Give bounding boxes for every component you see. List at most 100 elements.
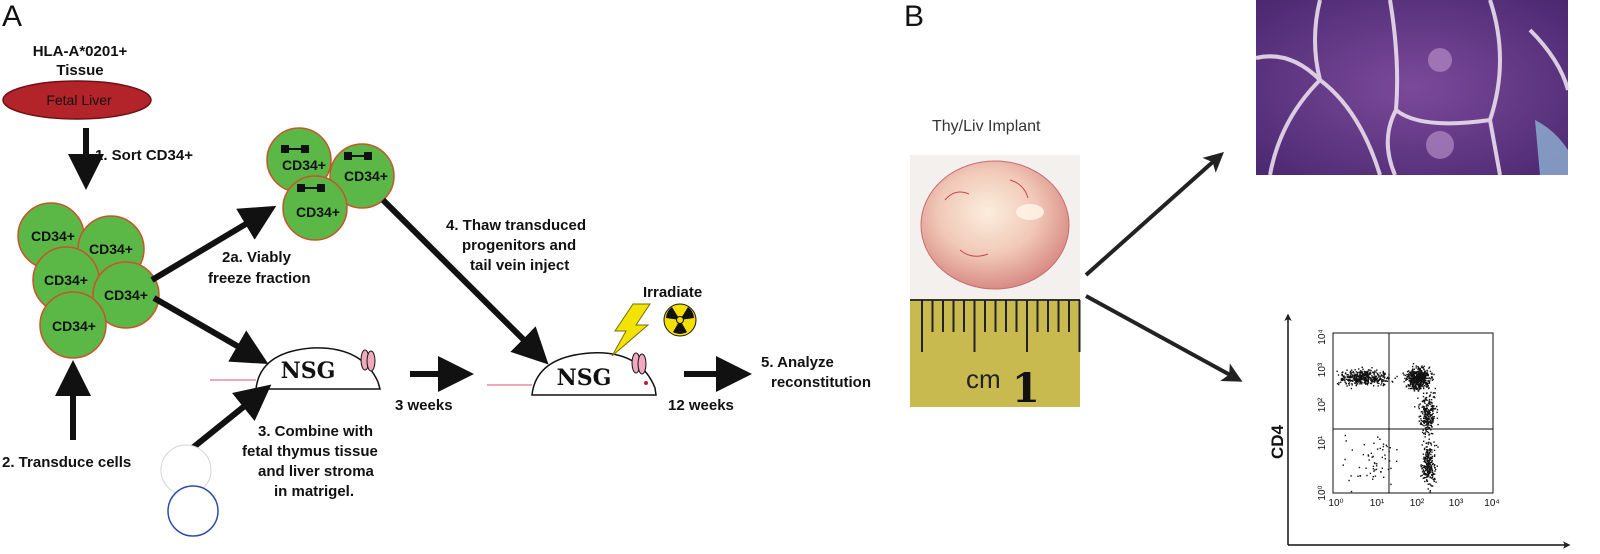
flow-event-dot xyxy=(1426,397,1427,398)
flow-event-dot xyxy=(1428,378,1429,379)
flow-event-dot xyxy=(1421,468,1422,469)
flow-event-dot xyxy=(1423,387,1424,388)
flow-event-dot xyxy=(1423,393,1424,394)
flow-event-dot xyxy=(1411,382,1412,383)
flow-event-dot xyxy=(1414,406,1415,407)
step-combine-line3: and liver stroma xyxy=(258,463,375,480)
flow-event-dot xyxy=(1383,477,1384,478)
flow-event-dot xyxy=(1428,488,1429,489)
flow-event-dot xyxy=(1420,418,1421,419)
flow-event-dot xyxy=(1370,378,1371,379)
flow-event-dot xyxy=(1426,427,1427,428)
flow-event-dot xyxy=(1344,459,1345,460)
flow-event-dot xyxy=(1418,390,1419,391)
flow-event-dot xyxy=(1352,380,1353,381)
flow-event-dot xyxy=(1383,383,1384,384)
irradiate-label: Irradiate xyxy=(643,284,702,301)
flow-event-dot xyxy=(1411,376,1412,377)
flow-event-dot xyxy=(1357,373,1358,374)
flow-event-dot xyxy=(1383,373,1384,374)
flow-event-dot xyxy=(1434,473,1435,474)
flow-event-dot xyxy=(1434,467,1435,468)
flow-event-dot xyxy=(1424,377,1425,378)
flow-event-dot xyxy=(1433,405,1434,406)
flow-event-dot xyxy=(1428,374,1429,375)
flow-event-dot xyxy=(1388,469,1389,470)
flow-event-dot xyxy=(1418,374,1419,375)
flow-event-dot xyxy=(1373,385,1374,386)
cell-label: CD34+ xyxy=(31,228,75,244)
flow-event-dot xyxy=(1377,437,1378,438)
flow-event-dot xyxy=(1377,448,1378,449)
flow-event-dot xyxy=(1424,411,1425,412)
flow-event-dot xyxy=(1426,466,1427,467)
flow-event-dot xyxy=(1426,414,1427,415)
flow-event-dot xyxy=(1431,466,1432,467)
flow-event-dot xyxy=(1374,377,1375,378)
flow-event-dot xyxy=(1430,392,1431,393)
flow-event-dot xyxy=(1432,410,1433,411)
flow-event-dot xyxy=(1360,372,1361,373)
flow-event-dot xyxy=(1409,380,1410,381)
flow-event-dot xyxy=(1416,367,1417,368)
flow-event-dot xyxy=(1354,375,1355,376)
flow-event-dot xyxy=(1362,374,1363,375)
flow-event-dot xyxy=(1432,472,1433,473)
flow-event-dot xyxy=(1422,421,1423,422)
flow-event-dot xyxy=(1350,475,1351,476)
flow-event-dot xyxy=(1419,369,1420,370)
flow-event-dot xyxy=(1432,460,1433,461)
flow-event-dot xyxy=(1430,490,1431,491)
flow-event-dot xyxy=(1388,378,1389,379)
flow-event-dot xyxy=(1373,372,1374,373)
flow-event-dot xyxy=(1429,472,1430,473)
flow-event-dot xyxy=(1356,384,1357,385)
arrow-to-histology xyxy=(1086,160,1215,275)
flow-event-dot xyxy=(1372,377,1373,378)
flow-event-dot xyxy=(1422,471,1423,472)
flow-event-dot xyxy=(1426,409,1427,410)
cell-label: CD34+ xyxy=(296,204,340,220)
flow-event-dot xyxy=(1425,474,1426,475)
flow-event-dot xyxy=(1434,445,1435,446)
flow-event-dot xyxy=(1373,374,1374,375)
flow-event-dot xyxy=(1429,383,1430,384)
flow-event-dot xyxy=(1427,427,1428,428)
y-tick: 10⁰ xyxy=(1317,485,1328,500)
flow-event-dot xyxy=(1423,430,1424,431)
flow-event-dot xyxy=(1371,375,1372,376)
y-tick: 10³ xyxy=(1317,362,1328,377)
flow-event-dot xyxy=(1371,367,1372,368)
flow-event-dot xyxy=(1375,475,1376,476)
flow-event-dot xyxy=(1380,448,1381,449)
flow-event-dot xyxy=(1350,372,1351,373)
flow-event-dot xyxy=(1423,377,1424,378)
flow-event-dot xyxy=(1435,392,1436,393)
flow-event-dot xyxy=(1432,464,1433,465)
flow-event-dot xyxy=(1423,441,1424,442)
flow-event-dot xyxy=(1390,468,1391,469)
flow-event-dot xyxy=(1428,416,1429,417)
flow-event-dot xyxy=(1406,379,1407,380)
flow-event-dot xyxy=(1418,371,1419,372)
flow-event-dot xyxy=(1412,388,1413,389)
flow-event-dot xyxy=(1403,373,1404,374)
flow-event-dot xyxy=(1434,464,1435,465)
flow-event-dot xyxy=(1415,382,1416,383)
ruler-unit: cm xyxy=(966,364,1001,394)
flow-event-dot xyxy=(1412,369,1413,370)
flow-event-dot xyxy=(1377,382,1378,383)
flow-plot xyxy=(1288,318,1566,545)
flow-event-dot xyxy=(1369,369,1370,370)
flow-event-dot xyxy=(1424,423,1425,424)
flow-event-dot xyxy=(1433,392,1434,393)
arrow-to-flow xyxy=(1086,296,1232,376)
flow-event-dot xyxy=(1383,446,1384,447)
flow-event-dot xyxy=(1414,373,1415,374)
flow-event-dot xyxy=(1426,446,1427,447)
flow-event-dot xyxy=(1361,383,1362,384)
flow-event-dot xyxy=(1426,407,1427,408)
flow-event-dot xyxy=(1412,366,1413,367)
histology-image xyxy=(1256,0,1568,175)
flow-event-dot xyxy=(1374,463,1375,464)
